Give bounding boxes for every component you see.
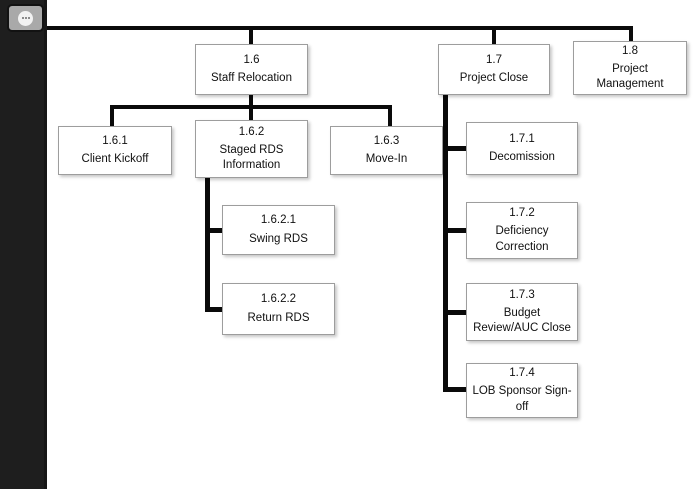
wbs-node-code: 1.6.1 — [102, 134, 128, 147]
connector-1-7-spine — [443, 95, 448, 392]
wbs-node-code: 1.7 — [486, 53, 502, 66]
wbs-node-1-6-2-1[interactable]: 1.6.2.1 Swing RDS — [222, 205, 335, 255]
wbs-node-label: Swing RDS — [249, 232, 308, 245]
connector-root-to-1-8 — [629, 26, 633, 41]
wbs-node-code: 1.6.2 — [238, 125, 265, 138]
wbs-node-code: 1.7.1 — [509, 132, 535, 145]
wbs-node-code: 1.6.2.1 — [260, 214, 297, 227]
wbs-node-1-8[interactable]: 1.8 Project Management — [573, 41, 687, 95]
wbs-node-label: Project Management — [596, 62, 664, 91]
wbs-node-code: 1.7.2 — [509, 207, 535, 220]
wbs-node-1-6-2[interactable]: 1.6.2 Staged RDS Information — [195, 120, 308, 178]
wbs-node-1-6-2-2[interactable]: 1.6.2.2 Return RDS — [222, 283, 335, 335]
wbs-node-label: LOB Sponsor Sign-off — [472, 385, 572, 413]
connector-1-6-2-to-1-6-2-1 — [205, 228, 227, 233]
wbs-node-code: 1.7.4 — [509, 367, 535, 380]
wbs-node-label: Deficiency Correction — [495, 225, 549, 253]
wbs-node-code: 1.6 — [243, 53, 260, 66]
wbs-node-code: 1.7.3 — [509, 288, 535, 301]
wbs-node-1-6-1[interactable]: 1.6.1 Client Kickoff — [58, 126, 172, 175]
wbs-node-1-7-4[interactable]: 1.7.4 LOB Sponsor Sign-off — [466, 363, 578, 418]
ellipsis-dot-3 — [27, 17, 30, 19]
connector-root-to-1-7 — [492, 26, 496, 44]
connector-root-to-1-6 — [249, 26, 253, 44]
wbs-node-code: 1.6.3 — [373, 134, 400, 147]
wbs-node-1-6[interactable]: 1.6 Staff Relocation — [195, 44, 308, 95]
connector-1-6-2-spine — [205, 178, 210, 312]
wbs-node-label: Budget Review/AUC Close — [473, 306, 571, 335]
connector-1-6-to-1-6-3 — [388, 105, 392, 126]
wbs-node-code: 1.8 — [622, 44, 638, 57]
wbs-node-label: Move-In — [365, 153, 408, 165]
connector-1-6-to-1-6-1 — [110, 105, 114, 126]
ellipsis-circle-icon — [18, 10, 33, 26]
connector-1-6-to-1-6-2 — [249, 105, 253, 120]
wbs-node-1-7-3[interactable]: 1.7.3 Budget Review/AUC Close — [466, 283, 578, 341]
sidebar-edge — [44, 0, 47, 489]
connector-1-7-to-1-7-1 — [443, 146, 466, 151]
ellipsis-dot-2 — [24, 17, 27, 19]
diagram-canvas: 1.6 Staff Relocation 1.7 Project Close 1… — [47, 0, 700, 489]
wbs-node-1-7-2[interactable]: 1.7.2 Deficiency Correction — [466, 202, 578, 259]
wbs-node-label: Client Kickoff — [81, 153, 149, 165]
connector-root-horizontal — [47, 26, 633, 30]
connector-root-left-cap — [47, 26, 51, 30]
left-sidebar — [0, 0, 47, 489]
wbs-node-label: Staff Relocation — [211, 72, 292, 84]
wbs-node-1-7-1[interactable]: 1.7.1 Decomission — [466, 122, 578, 175]
connector-1-6-stem — [249, 95, 253, 108]
ellipsis-dot-1 — [21, 17, 24, 19]
wbs-node-1-7[interactable]: 1.7 Project Close — [438, 44, 550, 95]
wbs-node-1-6-3[interactable]: 1.6.3 Move-In — [330, 126, 443, 175]
connector-1-7-to-1-7-2 — [443, 228, 466, 233]
connector-1-6-2-to-1-6-2-2 — [205, 307, 227, 312]
wbs-node-label: Project Close — [459, 72, 529, 84]
connector-1-7-to-1-7-3 — [443, 310, 466, 315]
wbs-node-code: 1.6.2.2 — [260, 293, 297, 306]
wbs-node-label: Return RDS — [247, 311, 310, 324]
connector-1-7-to-1-7-4 — [443, 387, 466, 392]
wbs-node-label: Staged RDS Information — [219, 143, 284, 172]
overflow-menu-button[interactable] — [7, 4, 44, 32]
wbs-node-label: Decomission — [489, 151, 555, 163]
